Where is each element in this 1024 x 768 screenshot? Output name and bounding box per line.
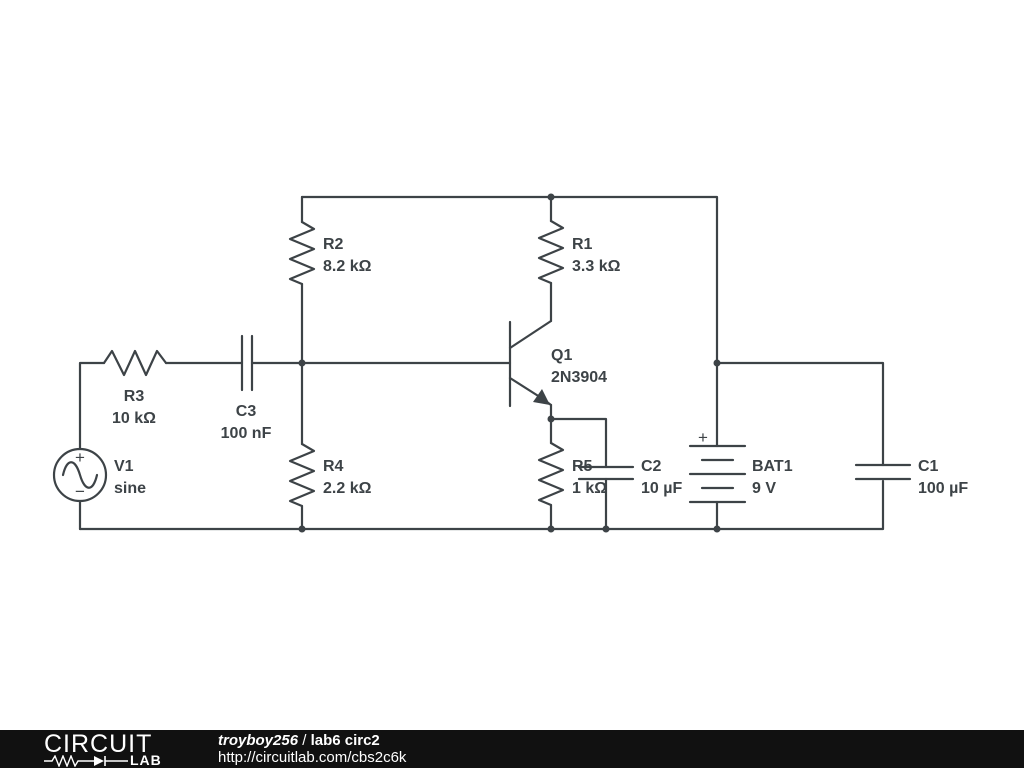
c1-capacitor-symbol [854,463,912,481]
r5-value-label: 1 kΩ [572,480,607,497]
v1-minus-sign: − [75,482,85,501]
r3-value-label: 10 kΩ [112,410,156,427]
footer-bar: CIRCUIT LAB troyboy256 / lab6 circ2 http… [0,730,1024,768]
emitter-arrow-icon [533,389,550,405]
author-link[interactable]: troyboy256 [218,732,299,749]
c3-capacitor-symbol [240,334,254,392]
footer-title-line: troyboy256 / lab6 circ2 [218,732,406,749]
q1-value-label: 2N3904 [551,369,607,386]
wire-bottom-rail [78,479,885,531]
bat1-battery-symbol [688,444,747,504]
c1-name-label: C1 [918,458,939,475]
r4-value-label: 2.2 kΩ [323,480,372,497]
logo-wordmark-lab: LAB [130,752,162,768]
c2-name-label: C2 [641,458,662,475]
bat1-value-label: 9 V [752,480,776,497]
wire-c2 [549,417,608,531]
q1-transistor-symbol [508,319,553,408]
r2-resistor-symbol [288,220,316,286]
v1-plus-sign: + [75,448,85,467]
c2-capacitor-symbol [577,465,635,481]
wires [78,195,885,531]
circuitlab-logo[interactable]: CIRCUIT LAB [44,730,174,768]
title-separator: / [298,732,311,749]
wire-input [78,361,106,451]
r3-name-label: R3 [124,388,145,405]
r1-name-label: R1 [572,236,593,253]
footer-info: troyboy256 / lab6 circ2 http://circuitla… [218,732,406,766]
bat1-plus-sign: + [698,428,708,447]
wire-top-rail [300,195,885,467]
v1-name-label: V1 [114,458,134,475]
c2-value-label: 10 µF [641,480,682,497]
logo-resistor-diode-icon [44,755,128,767]
logo-wordmark-circuit: CIRCUIT [44,730,153,758]
r1-resistor-symbol [537,219,565,285]
r1-value-label: 3.3 kΩ [572,258,621,275]
r3-resistor-symbol [102,349,168,377]
circuit-url-link[interactable]: http://circuitlab.com/cbs2c6k [218,749,407,766]
r5-name-label: R5 [572,458,593,475]
circuit-title: lab6 circ2 [310,732,380,749]
circuit-schematic: + + − R3 10 kΩ C3 100 nF R2 8.2 kΩ R4 2.… [52,193,968,533]
r5-resistor-symbol [537,441,565,507]
c3-name-label: C3 [236,403,257,420]
c1-value-label: 100 µF [918,480,968,497]
junction-dots [298,193,721,533]
r4-name-label: R4 [323,458,344,475]
r2-value-label: 8.2 kΩ [323,258,372,275]
bat1-name-label: BAT1 [752,458,793,475]
v1-value-label: sine [114,480,146,497]
v1-ac-source-symbol [52,447,108,503]
q1-name-label: Q1 [551,347,572,364]
r4-resistor-symbol [288,442,316,508]
r2-name-label: R2 [323,236,344,253]
c3-value-label: 100 nF [221,425,272,442]
